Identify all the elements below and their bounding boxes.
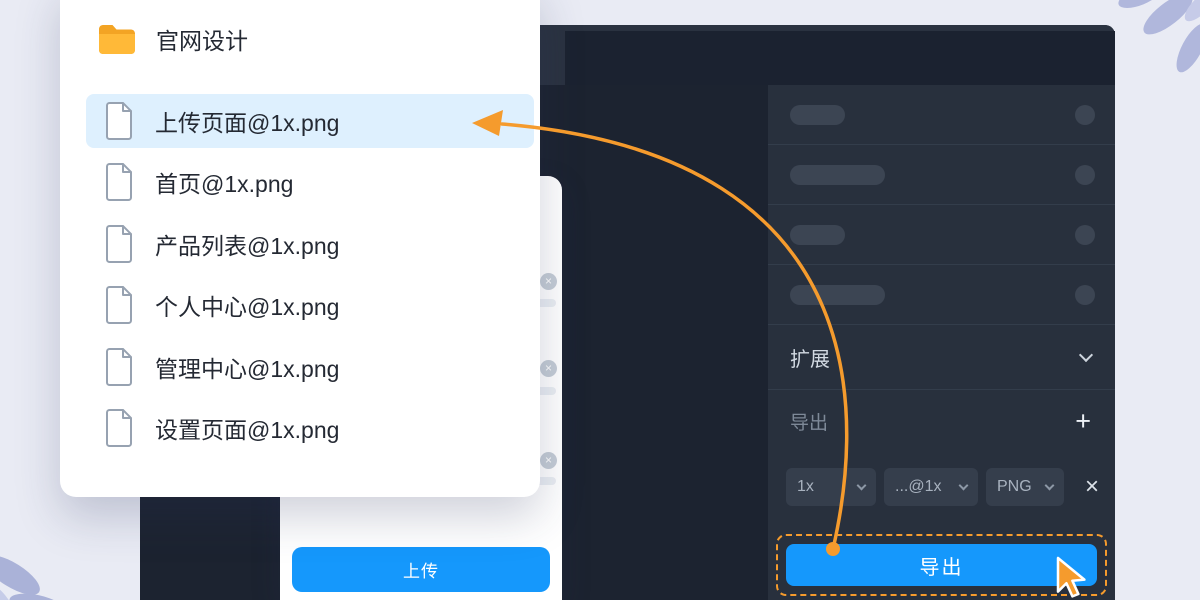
- file-name: 个人中心@1x.png: [155, 294, 340, 320]
- placeholder-toggle: [1075, 165, 1095, 185]
- file-list-panel: 官网设计 上传页面@1x.png 首页@1x.png 产品列表@1x.png: [60, 0, 540, 497]
- placeholder-toggle: [1075, 285, 1095, 305]
- inspector-placeholder-row: [768, 145, 1115, 205]
- inspector-placeholder-row: [768, 265, 1115, 325]
- right-inspector-panel: 扩展 导出 + 1x ...@1x PNG × 导出: [768, 85, 1115, 600]
- file-row[interactable]: 产品列表@1x.png: [86, 217, 534, 271]
- chevron-down-icon: [958, 480, 969, 491]
- add-export-icon[interactable]: +: [1075, 405, 1091, 436]
- export-format-value: PNG: [997, 478, 1032, 495]
- file-icon: [106, 102, 132, 140]
- export-suffix-select[interactable]: ...@1x: [884, 468, 978, 506]
- clear-field-icon[interactable]: ×: [540, 360, 557, 377]
- file-row[interactable]: 首页@1x.png: [86, 155, 534, 209]
- app-canvas-header: [565, 31, 1115, 85]
- folder-row[interactable]: 官网设计: [98, 22, 248, 56]
- folder-icon: [99, 24, 135, 54]
- chevron-down-icon: [856, 480, 867, 491]
- export-scale-value: 1x: [797, 478, 814, 495]
- inspector-placeholder-row: [768, 205, 1115, 265]
- file-icon: [106, 163, 132, 201]
- file-row[interactable]: 上传页面@1x.png: [86, 94, 534, 148]
- clear-field-icon[interactable]: ×: [540, 273, 557, 290]
- inspector-placeholder-row: [768, 85, 1115, 145]
- file-name: 上传页面@1x.png: [155, 110, 340, 136]
- export-button-highlight: 导出: [776, 534, 1107, 596]
- placeholder-pill: [790, 285, 885, 305]
- file-row[interactable]: 设置页面@1x.png: [86, 401, 534, 455]
- export-scale-select[interactable]: 1x: [786, 468, 876, 506]
- chevron-down-icon[interactable]: [1078, 347, 1094, 362]
- export-button[interactable]: 导出: [786, 544, 1097, 586]
- file-icon: [106, 286, 132, 324]
- file-name: 管理中心@1x.png: [155, 356, 340, 382]
- chevron-down-icon: [1044, 480, 1055, 491]
- file-name: 首页@1x.png: [155, 171, 294, 197]
- extensions-section-header[interactable]: 扩展: [768, 325, 1115, 390]
- placeholder-toggle: [1075, 105, 1095, 125]
- extensions-section-label: 扩展: [790, 348, 830, 371]
- placeholder-toggle: [1075, 225, 1095, 245]
- file-row[interactable]: 个人中心@1x.png: [86, 278, 534, 332]
- decorative-leaves-bottom-left: [0, 555, 65, 600]
- file-icon: [106, 225, 132, 263]
- placeholder-pill: [790, 165, 885, 185]
- file-name: 产品列表@1x.png: [155, 233, 340, 259]
- export-section-header[interactable]: 导出 +: [768, 390, 1115, 452]
- upload-button[interactable]: 上传: [292, 547, 550, 592]
- export-suffix-value: ...@1x: [895, 478, 942, 495]
- file-name: 设置页面@1x.png: [155, 417, 340, 443]
- file-icon: [106, 409, 132, 447]
- file-icon: [106, 348, 132, 386]
- export-section-label: 导出: [790, 412, 829, 434]
- placeholder-pill: [790, 225, 845, 245]
- remove-export-icon[interactable]: ×: [1084, 473, 1099, 500]
- placeholder-pill: [790, 105, 845, 125]
- file-row[interactable]: 管理中心@1x.png: [86, 340, 534, 394]
- export-format-select[interactable]: PNG: [986, 468, 1064, 506]
- folder-name: 官网设计: [156, 28, 248, 54]
- clear-field-icon[interactable]: ×: [540, 452, 557, 469]
